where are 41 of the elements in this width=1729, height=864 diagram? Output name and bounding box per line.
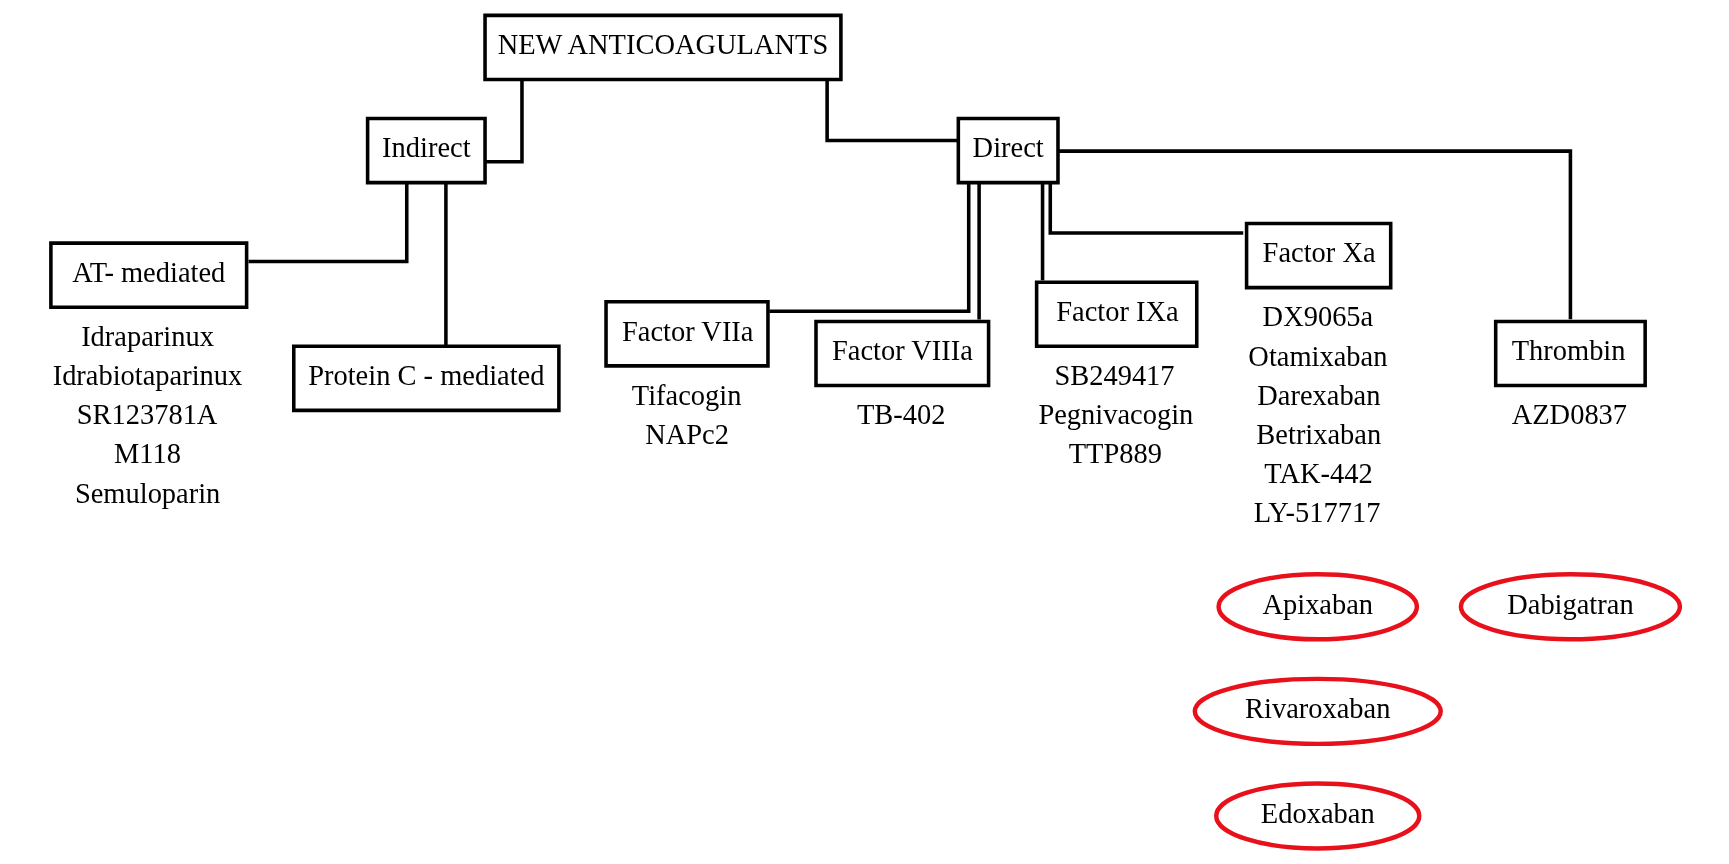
node-label: TTP889: [1068, 438, 1162, 470]
node-box: NEW ANTICOAGULANTS: [483, 13, 843, 82]
node-label: DX9065a: [1262, 301, 1374, 333]
connector: [1048, 182, 1244, 235]
node-box: Factor VIIIa: [814, 319, 991, 388]
node-label: NAPc2: [645, 418, 729, 450]
node-label: Betrixaban: [1256, 418, 1382, 450]
node-box: Indirect: [365, 116, 487, 185]
node-label: Semuloparin: [74, 477, 221, 509]
node-box: Protein C - mediated: [292, 344, 561, 413]
node-box: Factor Xa: [1244, 221, 1393, 290]
connector: [1058, 149, 1573, 320]
node-ellipse: Dabigatran: [1458, 572, 1683, 642]
connector: [1040, 182, 1045, 281]
node-box: Thrombin: [1493, 319, 1647, 388]
node-label: Idrabiotaparinux: [52, 360, 243, 392]
node-box: Factor IXa: [1034, 280, 1199, 349]
connector: [769, 183, 971, 314]
node-label: SR123781A: [76, 399, 218, 431]
connector: [485, 79, 524, 164]
node-box: Direct: [956, 116, 1060, 185]
node-label: Otamixaban: [1248, 340, 1388, 372]
connector: [248, 182, 409, 264]
node-ellipse: Rivaroxaban: [1192, 676, 1443, 747]
node-ellipse: Edoxaban: [1214, 781, 1422, 851]
node-label: Darexaban: [1257, 379, 1381, 411]
connector: [977, 182, 981, 320]
node-box: AT- mediated: [49, 241, 249, 309]
node-ellipse: Apixaban: [1216, 572, 1420, 642]
node-label: SB249417: [1054, 360, 1175, 392]
connector: [444, 182, 448, 346]
connector: [825, 79, 959, 143]
node-label: LY-517717: [1253, 497, 1381, 529]
node-label: M118: [114, 438, 181, 470]
node-label: Pegnivacogin: [1038, 399, 1194, 431]
node-label: AZD0837: [1511, 399, 1628, 431]
node-label: TAK-442: [1264, 457, 1373, 489]
node-box: Factor VIIa: [604, 300, 770, 368]
node-label: Tifacogin: [631, 379, 742, 411]
node-label: Idraparinux: [81, 320, 214, 352]
node-label: TB-402: [856, 399, 946, 431]
